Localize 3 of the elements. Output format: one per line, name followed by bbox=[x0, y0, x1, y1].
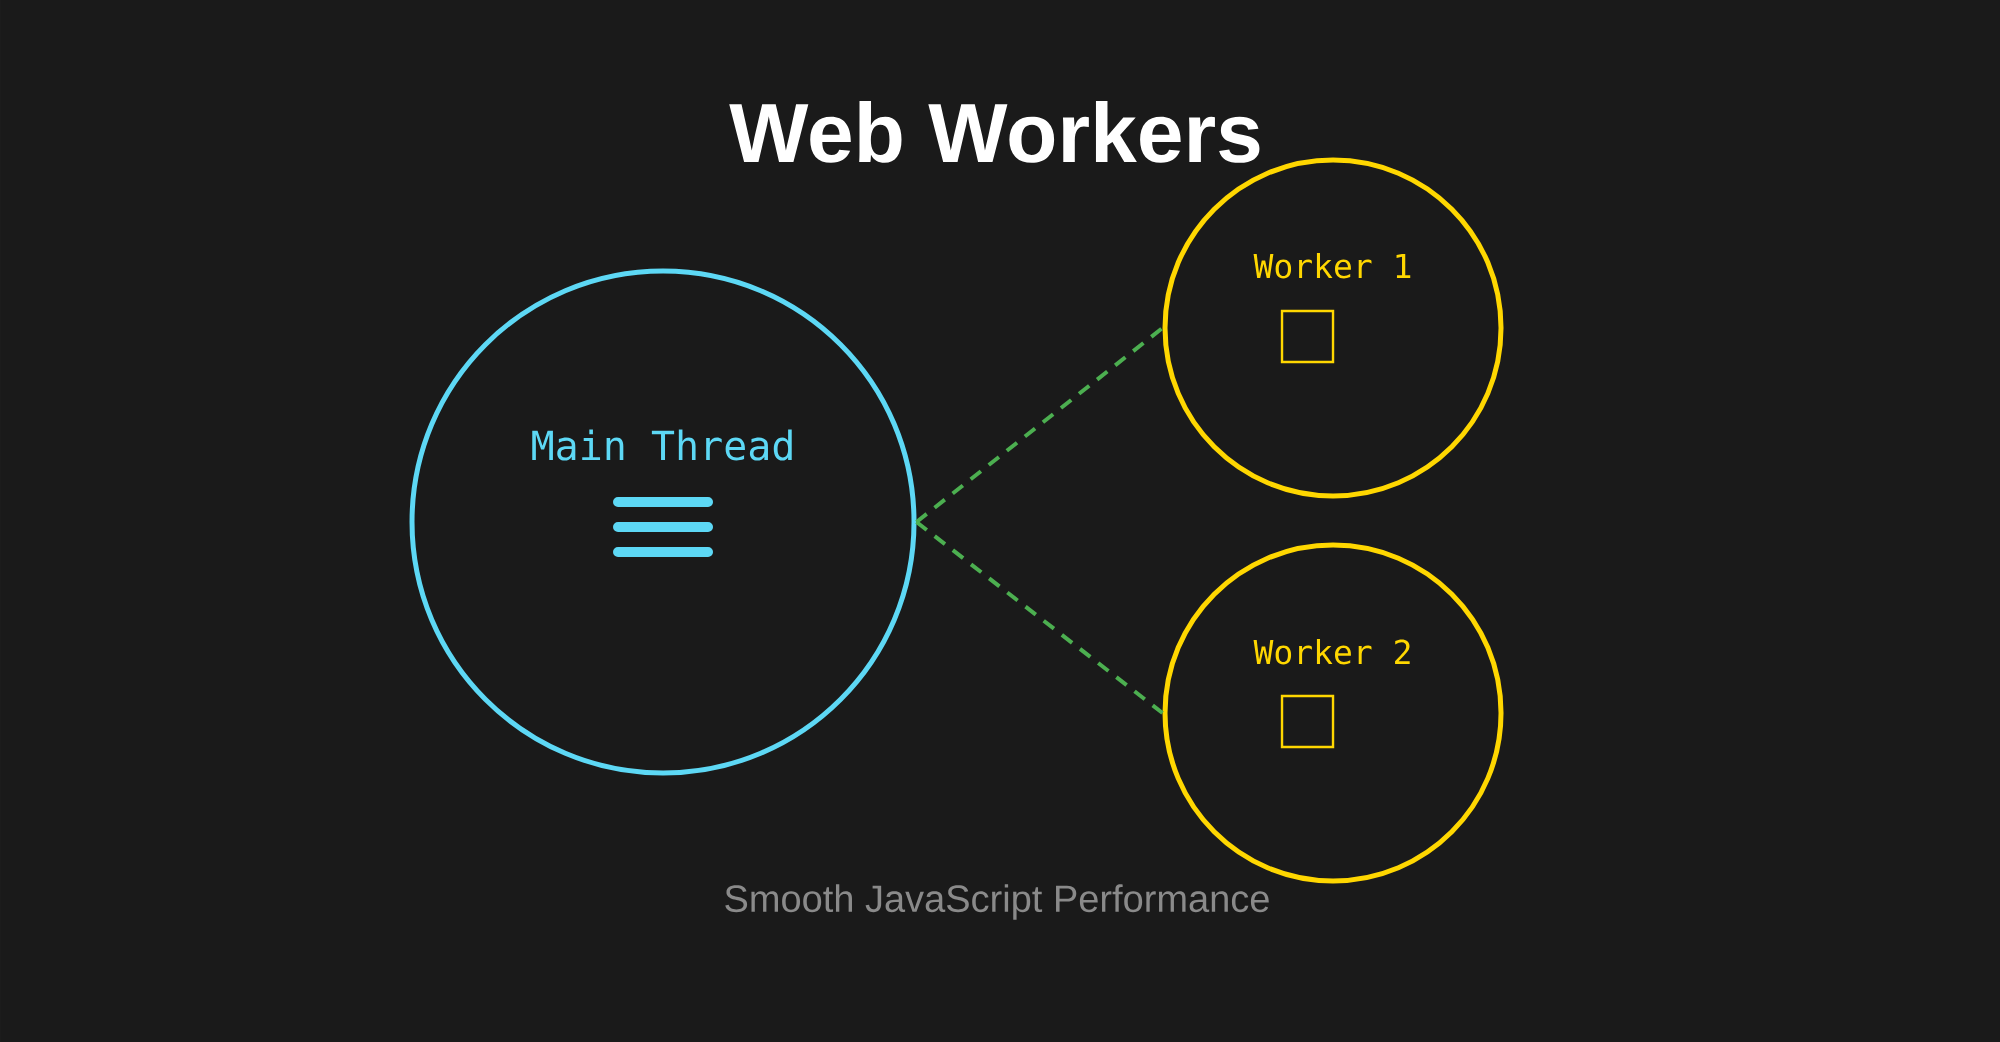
dashed-line bbox=[915, 326, 1164, 524]
dashed-line bbox=[915, 520, 1164, 715]
caption: Smooth JavaScript Performance bbox=[725, 884, 1269, 920]
